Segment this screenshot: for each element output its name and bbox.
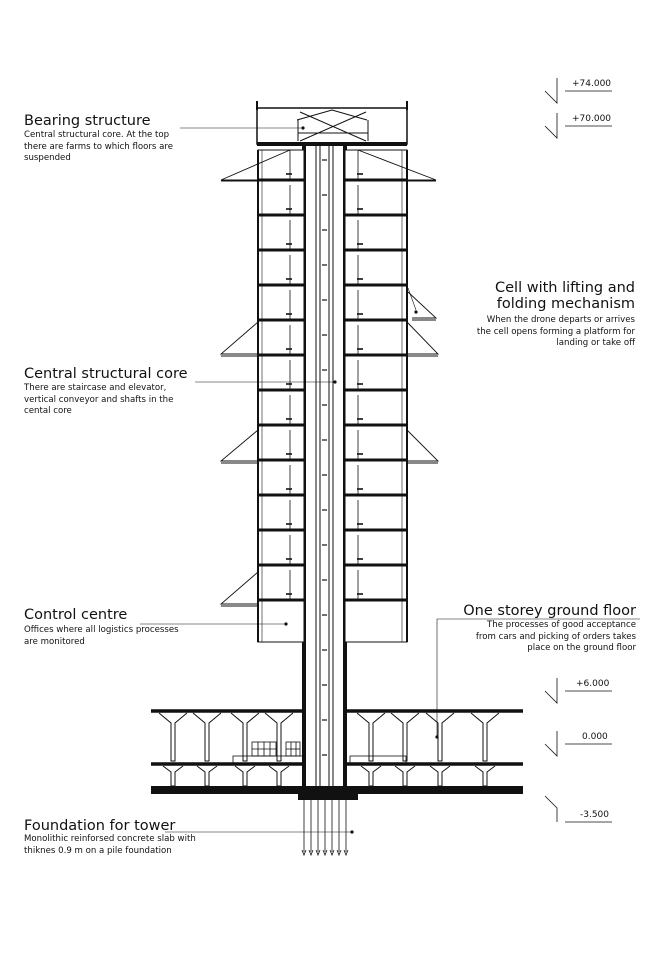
level-label-70: +70.000 bbox=[572, 114, 612, 124]
level-label-minus-3-5: -3.500 bbox=[580, 810, 610, 820]
cell-title-line2: folding mechanism bbox=[496, 296, 635, 312]
ground-floor-desc: The processes of good acceptance from ca… bbox=[475, 620, 636, 653]
pile-tip bbox=[322, 849, 328, 857]
pile-tip bbox=[315, 849, 321, 857]
column-upper bbox=[264, 712, 294, 762]
ground-floor-title: One storey ground floor bbox=[463, 603, 636, 619]
column-upper bbox=[470, 712, 500, 762]
column-upper bbox=[230, 712, 260, 762]
core-elevator-marks bbox=[322, 159, 327, 756]
pile-tip bbox=[343, 849, 349, 857]
column-lower bbox=[196, 765, 218, 787]
control-centre-desc: Offices where all logistics processes ar… bbox=[24, 625, 179, 647]
pile-tip bbox=[336, 849, 342, 857]
control-centre-title: Control centre bbox=[24, 607, 128, 623]
column-upper bbox=[425, 712, 455, 762]
column-lower bbox=[268, 765, 290, 787]
central-core-desc: There are staircase and elevator, vertic… bbox=[24, 383, 174, 416]
central-core-title: Central structural core bbox=[24, 366, 188, 382]
foundation-title: Foundation for tower bbox=[24, 818, 176, 834]
level-markers bbox=[544, 78, 612, 823]
tower-floors bbox=[258, 178, 407, 602]
racks bbox=[232, 741, 407, 765]
column-upper bbox=[390, 712, 420, 762]
column-lower bbox=[162, 765, 184, 787]
piles bbox=[301, 800, 349, 857]
column-lower bbox=[360, 765, 382, 787]
level-label-0: 0.000 bbox=[582, 732, 608, 742]
floor-partitions bbox=[286, 150, 363, 600]
pile-tip bbox=[329, 849, 335, 857]
level-label-6: +6.000 bbox=[576, 679, 610, 689]
ground-floor-columns bbox=[158, 712, 500, 787]
central-core bbox=[302, 144, 347, 790]
foundation-desc: Monolithic reinforsed concrete slab with… bbox=[24, 834, 196, 856]
level-label-74: +74.000 bbox=[572, 79, 612, 89]
pile-tip bbox=[308, 849, 314, 857]
column-upper bbox=[192, 712, 222, 762]
cell-title-line1: Cell with lifting and bbox=[495, 280, 635, 296]
column-lower bbox=[234, 765, 256, 787]
leader-lines bbox=[140, 126, 640, 834]
column-lower bbox=[474, 765, 496, 787]
column-lower bbox=[429, 765, 451, 787]
bearing-structure-title: Bearing structure bbox=[24, 113, 151, 129]
drone-platforms bbox=[219, 149, 440, 607]
roof-truss bbox=[256, 101, 408, 146]
right-wing bbox=[344, 149, 408, 643]
pile-tip bbox=[301, 849, 307, 857]
column-lower bbox=[394, 765, 416, 787]
ground-floor-structure bbox=[151, 709, 523, 800]
column-upper bbox=[356, 712, 386, 762]
bearing-structure-desc: Central structural core. At the top ther… bbox=[24, 130, 174, 163]
column-upper bbox=[158, 712, 188, 762]
left-wing bbox=[257, 149, 305, 643]
cell-desc: When the drone departs or arrives the ce… bbox=[476, 315, 635, 348]
